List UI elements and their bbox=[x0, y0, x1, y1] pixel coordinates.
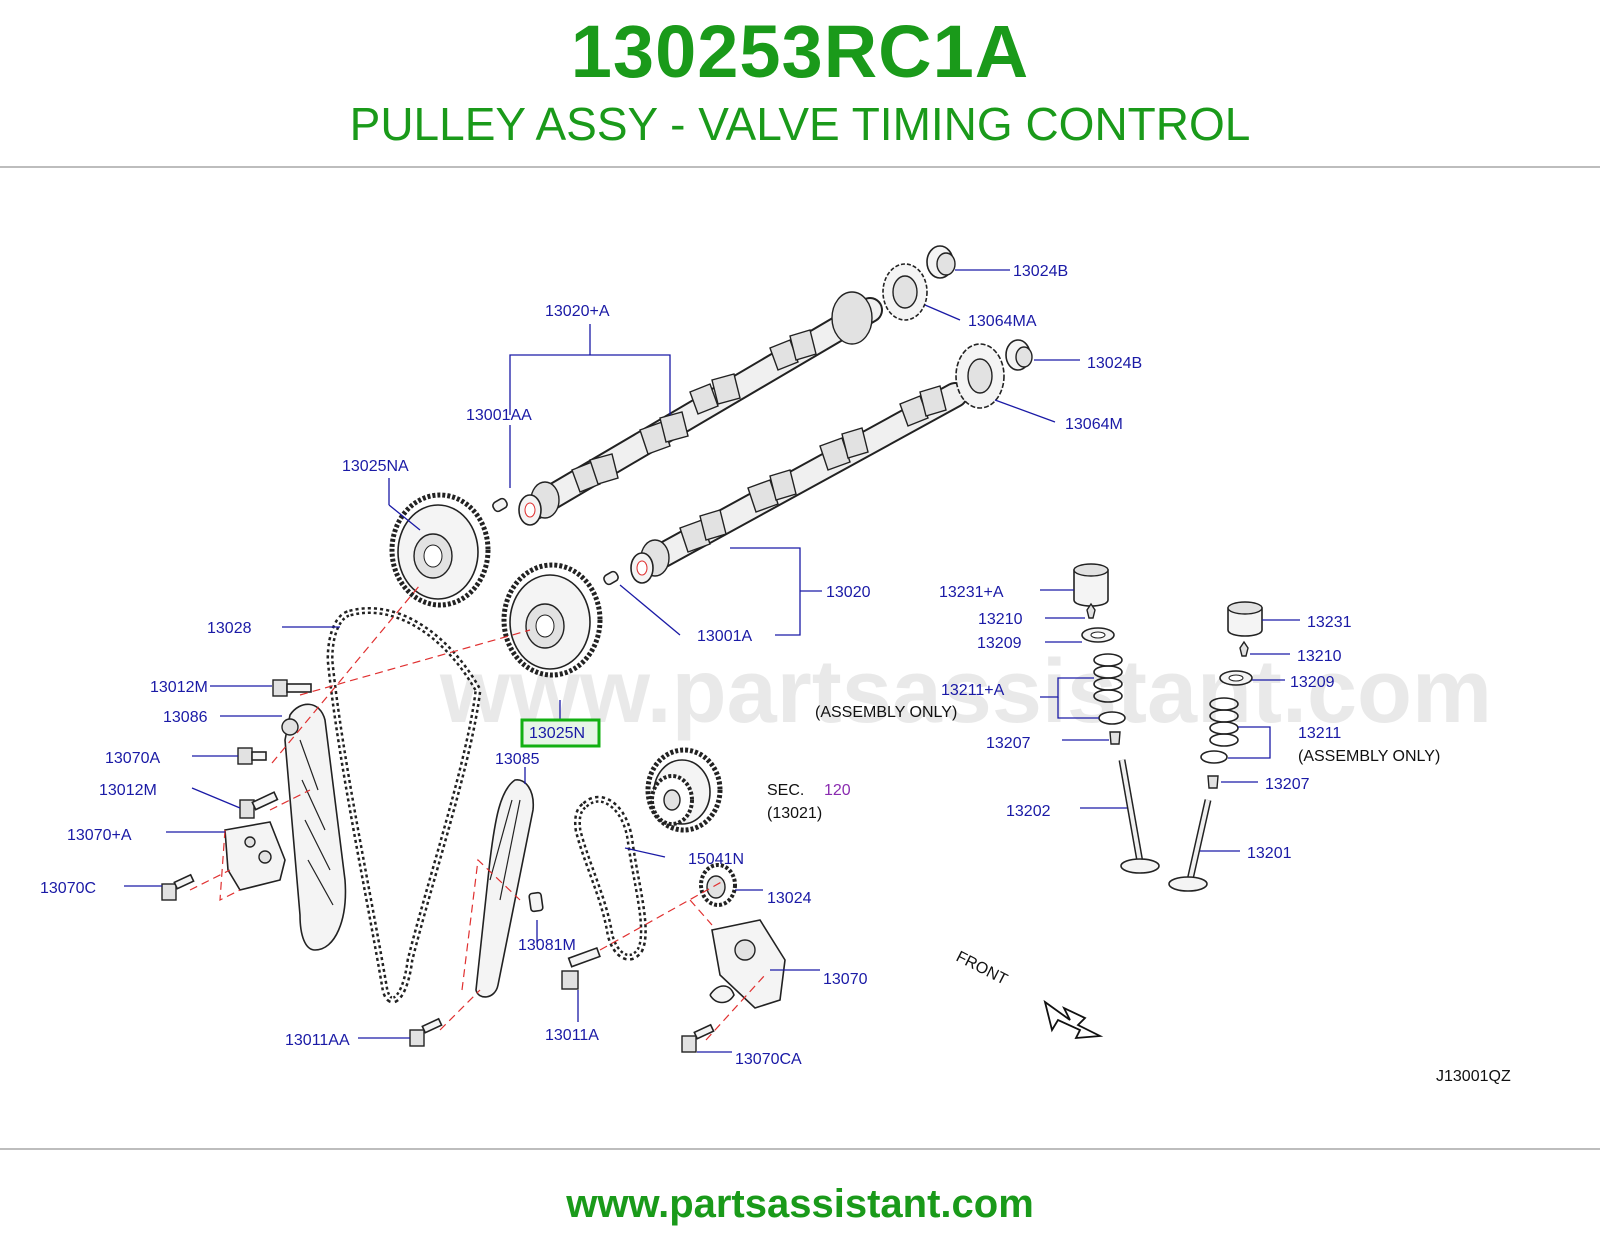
part-number-title: 130253RC1A bbox=[570, 10, 1030, 93]
label-13011AA[interactable]: 13011AA bbox=[285, 1032, 350, 1049]
valve-group-left bbox=[1073, 563, 1160, 874]
front-arrow-icon bbox=[1043, 999, 1104, 1040]
seal-13024B-mid bbox=[1005, 339, 1033, 371]
leader-lines bbox=[124, 269, 1300, 1053]
parts-diagram: www.partsassistant.com bbox=[40, 245, 1511, 1085]
label-13020A[interactable]: 13020+A bbox=[545, 303, 610, 320]
label-assembly-only-a: (ASSEMBLY ONLY) bbox=[815, 704, 957, 721]
chain-guide-13086 bbox=[281, 703, 347, 951]
bolt-13070A bbox=[237, 747, 267, 765]
sprocket-13024 bbox=[699, 863, 737, 907]
header-divider bbox=[0, 166, 1600, 168]
label-13012M-top[interactable]: 13012M bbox=[150, 679, 208, 696]
label-13025NA[interactable]: 13025NA bbox=[342, 458, 409, 475]
label-13012M-bot[interactable]: 13012M bbox=[99, 782, 157, 799]
label-13211A[interactable]: 13211+A bbox=[941, 682, 1005, 699]
chain-tensioner-13070 bbox=[709, 919, 786, 1009]
part-name-subtitle: PULLEY ASSY - VALVE TIMING CONTROL bbox=[349, 98, 1251, 150]
label-13070[interactable]: 13070 bbox=[823, 971, 868, 988]
label-13209-a[interactable]: 13209 bbox=[977, 635, 1022, 652]
label-13024[interactable]: 13024 bbox=[767, 890, 812, 907]
label-13201[interactable]: 13201 bbox=[1247, 845, 1292, 862]
footer-url-link[interactable]: www.partsassistant.com bbox=[566, 1182, 1034, 1226]
label-13086[interactable]: 13086 bbox=[163, 709, 208, 726]
camshaft-upper bbox=[518, 291, 883, 526]
watermark: www.partsassistant.com bbox=[439, 642, 1492, 742]
label-15041N[interactable]: 15041N bbox=[688, 851, 744, 868]
label-13070CA[interactable]: 13070CA bbox=[735, 1051, 802, 1068]
label-sec-120[interactable]: 120 bbox=[824, 782, 851, 799]
label-13209-b[interactable]: 13209 bbox=[1290, 674, 1335, 691]
vtc-pulley-13025N bbox=[501, 562, 603, 678]
label-13210-b[interactable]: 13210 bbox=[1297, 648, 1342, 665]
gear-13021 bbox=[645, 747, 723, 833]
dowel-pin-13001AA bbox=[492, 497, 508, 513]
label-13231A[interactable]: 13231+A bbox=[939, 584, 1004, 601]
label-13070-plus-A[interactable]: 13070+A bbox=[67, 827, 132, 844]
label-13081M[interactable]: 13081M bbox=[518, 937, 576, 954]
bolt-13070C bbox=[161, 873, 195, 901]
label-13064MA[interactable]: 13064MA bbox=[968, 313, 1037, 330]
label-13021: (13021) bbox=[767, 805, 822, 822]
bolt-13070CA bbox=[681, 1023, 715, 1053]
bolt-13011A bbox=[561, 946, 601, 990]
part-labels: 13024B 13064MA 13024B 13064M 13020+A 130… bbox=[40, 263, 1511, 1085]
valve-group-right bbox=[1168, 601, 1263, 892]
bolt-13012M-bot bbox=[239, 791, 279, 819]
dowel-pin-13001A bbox=[603, 570, 619, 586]
label-13024B-top[interactable]: 13024B bbox=[1013, 263, 1068, 280]
label-assembly-only-b: (ASSEMBLY ONLY) bbox=[1298, 748, 1440, 765]
chain-tensioner-13070A bbox=[224, 821, 286, 891]
assembly-dash-lines bbox=[189, 584, 766, 1041]
seal-13024B-top bbox=[926, 245, 956, 279]
label-13070C[interactable]: 13070C bbox=[40, 880, 96, 897]
label-13207-b[interactable]: 13207 bbox=[1265, 776, 1310, 793]
footer-divider bbox=[0, 1148, 1600, 1150]
label-13202[interactable]: 13202 bbox=[1006, 803, 1051, 820]
diagram-code: J13001QZ bbox=[1436, 1068, 1511, 1085]
tension-guide-13085 bbox=[475, 779, 535, 998]
sprocket-13064MA bbox=[882, 263, 928, 321]
label-13064M[interactable]: 13064M bbox=[1065, 416, 1123, 433]
label-13210-a[interactable]: 13210 bbox=[978, 611, 1023, 628]
label-13020[interactable]: 13020 bbox=[826, 584, 871, 601]
bolt-13012M-top bbox=[272, 679, 312, 697]
bolt-13011AA bbox=[409, 1017, 443, 1047]
label-13231[interactable]: 13231 bbox=[1307, 614, 1352, 631]
label-13025N[interactable]: 13025N bbox=[529, 725, 585, 742]
pin-13081M bbox=[528, 891, 544, 913]
vtc-pulley-13025NA bbox=[389, 492, 491, 608]
sprocket-13064M bbox=[955, 343, 1005, 409]
secondary-chain-15041N bbox=[574, 795, 647, 961]
front-label: FRONT bbox=[953, 948, 1010, 988]
label-13211[interactable]: 13211 bbox=[1298, 725, 1341, 742]
label-13024B-mid[interactable]: 13024B bbox=[1087, 355, 1142, 372]
header: 130253RC1A PULLEY ASSY - VALVE TIMING CO… bbox=[0, 0, 1600, 168]
label-sec: SEC. bbox=[767, 782, 804, 799]
label-13011A[interactable]: 13011A bbox=[545, 1027, 599, 1044]
highlight-box-13025N[interactable] bbox=[520, 718, 601, 748]
camshaft-lower bbox=[630, 382, 968, 584]
label-13207-a[interactable]: 13207 bbox=[986, 735, 1031, 752]
label-13028[interactable]: 13028 bbox=[207, 620, 252, 637]
label-13001A[interactable]: 13001A bbox=[697, 628, 752, 645]
label-13070A[interactable]: 13070A bbox=[105, 750, 160, 767]
label-13001AA[interactable]: 13001AA bbox=[466, 407, 532, 424]
label-13085[interactable]: 13085 bbox=[495, 751, 540, 768]
